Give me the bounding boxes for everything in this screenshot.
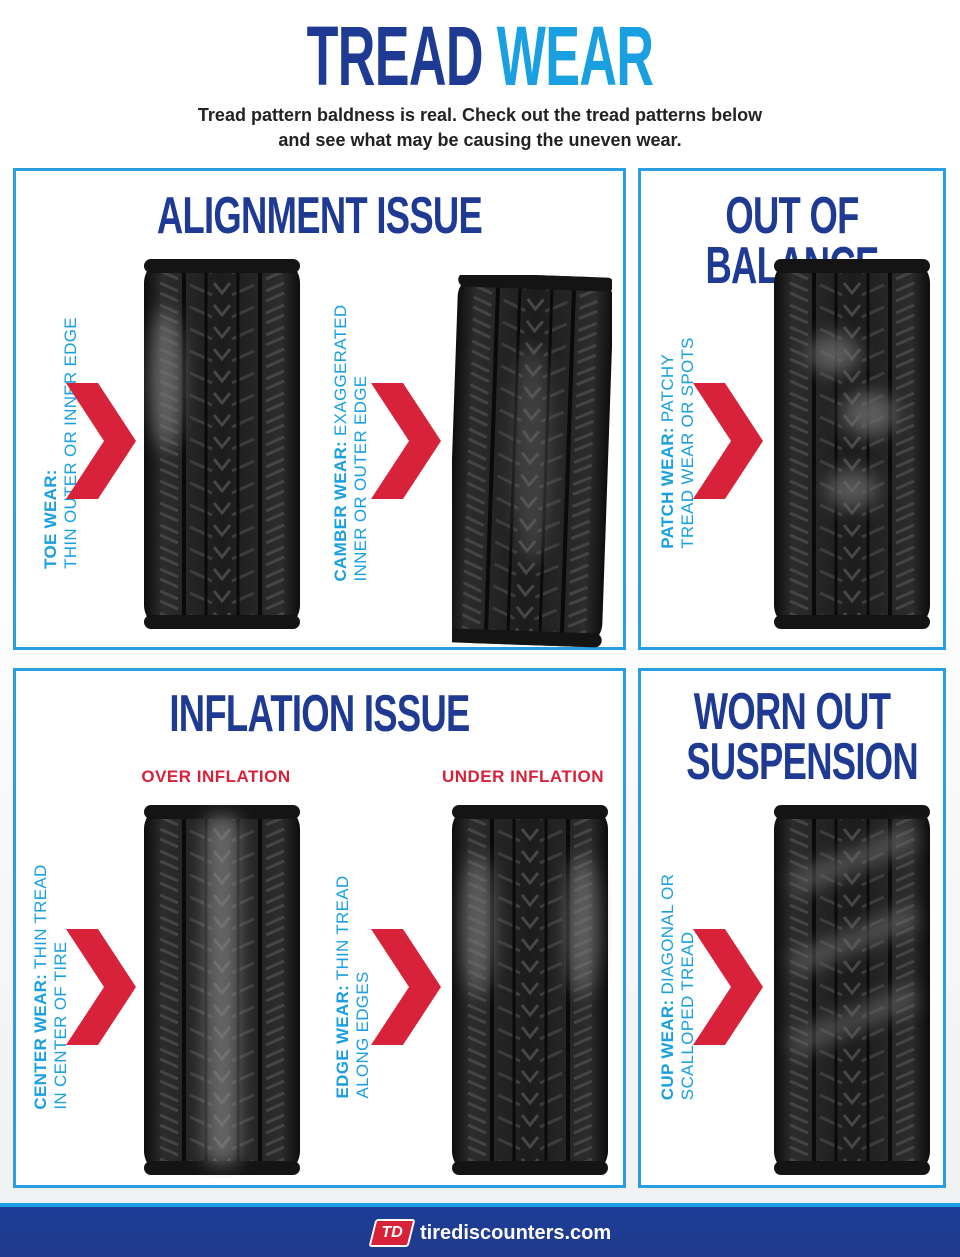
patch-wear-bold: PATCH WEAR: — [658, 427, 677, 549]
panel-alignment-issue: ALIGNMENT ISSUE TOE WEAR:THIN OUTER OR I… — [13, 168, 626, 650]
chevron-right-icon — [66, 383, 136, 499]
over-inflation-label: OVER INFLATION — [141, 767, 291, 786]
footer-bar: TD tirediscounters.com — [0, 1203, 960, 1257]
edge-wear-bold: EDGE WEAR: — [333, 984, 352, 1099]
chevron-right-icon — [66, 929, 136, 1045]
subtitle-line-1: Tread pattern baldness is real. Check ou… — [197, 105, 763, 125]
panel-inflation-issue: INFLATION ISSUE OVER INFLATION UNDER INF… — [13, 668, 626, 1188]
center-wear-text-1: THIN TREAD — [31, 864, 50, 970]
chevron-right-icon — [693, 929, 763, 1045]
logo-text: TD — [381, 1224, 403, 1241]
edge-wear-text-1: THIN TREAD — [333, 875, 352, 981]
panel-title-suspension-1: WORN OUT — [693, 683, 891, 741]
chevron-right-icon — [693, 383, 763, 499]
chevron-right-icon — [371, 929, 441, 1045]
td-logo-icon: TD — [368, 1219, 416, 1247]
center-wear-bold: CENTER WEAR: — [31, 973, 50, 1110]
tire-camber-wear-icon — [452, 275, 612, 649]
panel-worn-out-suspension: WORN OUT SUSPENSION CUP WEAR: DIAGONAL O… — [638, 668, 946, 1188]
patch-wear-text-1: PATCHY — [658, 353, 677, 423]
camber-wear-text-1: EXAGGERATED — [331, 304, 350, 436]
camber-wear-bold: CAMBER WEAR: — [331, 440, 350, 582]
title-part-tread: TREAD — [306, 9, 484, 103]
cup-wear-text-1: DIAGONAL OR — [658, 873, 677, 995]
edge-wear-text-2: ALONG EDGES — [353, 971, 372, 1099]
cup-wear-bold: CUP WEAR: — [658, 999, 677, 1101]
chevron-right-icon — [371, 383, 441, 499]
page-title: TREAD WEAR — [182, 8, 777, 104]
panel-title-suspension-2: SUSPENSION — [686, 733, 918, 791]
title-part-wear: WEAR — [496, 9, 654, 103]
website-url[interactable]: tirediscounters.com — [420, 1222, 612, 1244]
tire-center-wear-icon — [144, 805, 302, 1177]
subtitle-line-2: and see what may be causing the uneven w… — [278, 130, 682, 150]
camber-wear-text-2: INNER OR OUTER EDGE — [351, 375, 370, 582]
toe-wear-bold: TOE WEAR: — [41, 469, 60, 569]
tire-cup-wear-icon — [774, 805, 932, 1177]
tire-toe-wear-icon — [144, 259, 302, 631]
tire-patch-wear-icon — [774, 259, 932, 631]
page-subtitle: Tread pattern baldness is real. Check ou… — [80, 103, 880, 153]
panel-title-alignment: ALIGNMENT ISSUE — [156, 187, 483, 245]
under-inflation-label: UNDER INFLATION — [441, 767, 605, 786]
tire-edge-wear-icon — [452, 805, 610, 1177]
panel-title-inflation: INFLATION ISSUE — [169, 685, 470, 743]
